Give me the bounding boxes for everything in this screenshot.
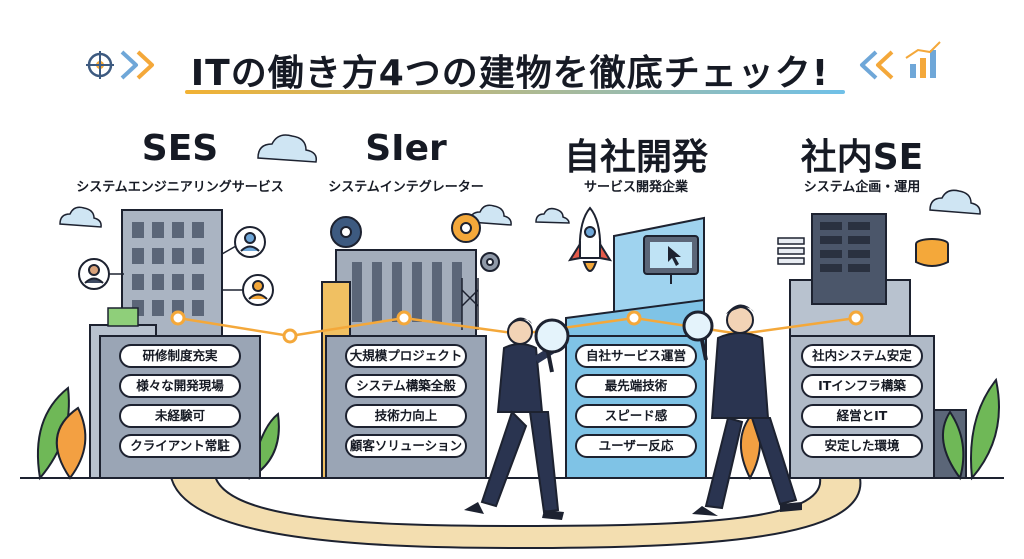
rocket-icon (567, 206, 613, 272)
column-title-inhouse-dev: 自社開発 (563, 137, 708, 178)
column-title-sier: SIer (365, 128, 447, 169)
double-chevron-left-icon (860, 50, 894, 80)
ground-path (168, 467, 862, 550)
column-title-inhouse-se: 社内SE (800, 137, 924, 178)
plant-left (36, 386, 280, 481)
feature-pill: システム構築全般 (345, 374, 467, 398)
double-chevron-right-icon (120, 50, 154, 80)
person-left (464, 317, 564, 520)
feature-pill: 大規模プロジェクト (345, 344, 467, 368)
feature-pill: 自社サービス運営 (575, 344, 697, 368)
feature-pill: スピード感 (575, 404, 697, 428)
cursor-icon (668, 246, 681, 266)
user-icon (78, 226, 274, 306)
network-lines (108, 245, 244, 291)
feature-pill: ユーザー反応 (575, 434, 697, 458)
column-subtitle-sier: システムインテグレーター (328, 180, 484, 195)
column-subtitle-ses: システムエンジニアリングサービス (76, 180, 284, 195)
column-subtitle-inhouse-dev: サービス開発企業 (583, 180, 688, 195)
connection-nodes (170, 310, 864, 344)
feature-pill: 最先端技術 (575, 374, 697, 398)
server-icon (777, 237, 805, 265)
gear-icon (330, 213, 500, 272)
database-icon (915, 238, 949, 267)
feature-pill: 顧客ソリューション (345, 434, 467, 458)
person-right (692, 304, 802, 516)
feature-pill: 経営とIT (801, 404, 923, 428)
magnifying-glass-icon (534, 310, 714, 373)
title-underline (185, 90, 845, 94)
feature-pill: 技術力向上 (345, 404, 467, 428)
feature-pill: クライアント常駐 (119, 434, 241, 458)
feature-pill: 未経験可 (119, 404, 241, 428)
bar-chart-up-icon (905, 41, 941, 78)
feature-pill: 安定した環境 (801, 434, 923, 458)
target-icon (86, 51, 114, 79)
feature-pill: 研修制度充実 (119, 344, 241, 368)
page-title: ITの働き方4つの建物を徹底チェック! (190, 53, 830, 94)
feature-pill: ITインフラ構築 (801, 374, 923, 398)
feature-pill: 様々な開発現場 (119, 374, 241, 398)
feature-pill: 社内システム安定 (801, 344, 923, 368)
cloud-icon (59, 134, 981, 228)
column-subtitle-inhouse-se: システム企画・運用 (803, 180, 921, 195)
column-title-ses: SES (141, 128, 219, 169)
